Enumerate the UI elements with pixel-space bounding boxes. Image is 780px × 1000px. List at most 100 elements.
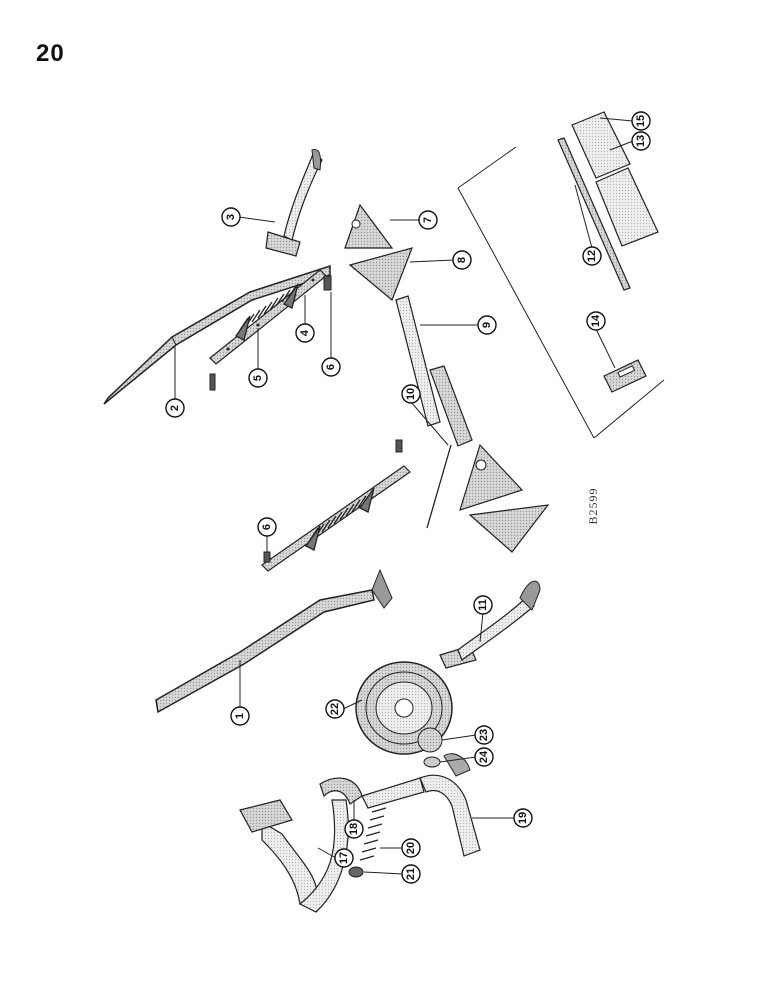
callout-label: 18 <box>348 823 360 835</box>
callout-c22: 22 <box>325 699 345 719</box>
lower-plate-a <box>459 443 524 511</box>
callout-circle <box>401 864 421 884</box>
part-7-plate <box>344 203 394 249</box>
callout-label: 12 <box>586 250 598 262</box>
part-1-frame-bar <box>155 568 393 714</box>
part-8-plate <box>348 247 413 301</box>
callout-circle <box>586 311 606 331</box>
callout-c8: 8 <box>452 250 472 270</box>
callout-c5: 5 <box>248 368 268 388</box>
callout-c17: 17 <box>334 848 354 868</box>
callout-label: 21 <box>405 868 417 880</box>
callout-label: 23 <box>478 729 490 741</box>
callout-circle <box>344 819 364 839</box>
callout-c12: 12 <box>582 246 602 266</box>
callout-label: 6 <box>325 364 337 370</box>
callout-circle <box>295 323 315 343</box>
part-19-arm <box>419 753 481 857</box>
callout-circle <box>418 210 438 230</box>
callout-c14: 14 <box>586 311 606 331</box>
callout-label: 8 <box>456 257 468 263</box>
callout-c7: 7 <box>418 210 438 230</box>
part-9-tube <box>395 295 473 447</box>
callout-c23: 23 <box>474 725 494 745</box>
callout-c3: 3 <box>221 207 241 227</box>
callout-circle <box>452 250 472 270</box>
figure-code: B2599 <box>586 487 600 524</box>
part-21-nut <box>348 866 364 878</box>
callout-label: 9 <box>481 322 493 328</box>
callout-c11: 11 <box>473 595 493 615</box>
callout-circle <box>474 747 494 767</box>
callout-circle <box>474 725 494 745</box>
callout-c19: 19 <box>513 808 533 828</box>
callout-label: 6 <box>261 524 273 530</box>
callout-circle <box>221 207 241 227</box>
part-6-bolt-lower <box>263 439 403 563</box>
callout-label: 4 <box>299 329 311 336</box>
inset-box <box>457 146 665 439</box>
callout-circle <box>321 357 341 377</box>
callout-label: 15 <box>635 115 647 127</box>
callout-circle <box>248 368 268 388</box>
callout-circle <box>473 595 493 615</box>
part-18-sleeve <box>319 777 425 809</box>
callout-circle <box>257 517 277 537</box>
part-12-strip <box>557 137 631 291</box>
callout-label: 5 <box>252 375 264 381</box>
part-24-washer <box>423 756 441 768</box>
part-11-hoe <box>439 580 541 669</box>
part-14-bracket <box>603 359 647 393</box>
callout-circle <box>582 246 602 266</box>
callout-c18: 18 <box>344 819 364 839</box>
callout-label: 14 <box>590 314 602 327</box>
part-15-shovel <box>595 167 659 247</box>
callout-label: 19 <box>517 812 529 824</box>
callout-circle <box>631 131 651 151</box>
callout-label: 24 <box>478 750 490 763</box>
callout-circle <box>230 706 250 726</box>
callout-label: 20 <box>405 842 417 854</box>
page-number: 20 <box>36 40 65 67</box>
callout-circle <box>334 848 354 868</box>
callout-c21: 21 <box>401 864 421 884</box>
callout-c13: 13 <box>631 131 651 151</box>
lower-strap <box>261 465 411 572</box>
callout-circle <box>631 111 651 131</box>
callout-c1: 1 <box>230 706 250 726</box>
leader-lines <box>174 117 634 875</box>
part-5-spring <box>235 283 299 341</box>
callout-c6a: 6 <box>321 357 341 377</box>
callout-label: 1 <box>234 713 246 719</box>
callout-circle <box>165 398 185 418</box>
callout-c6b: 6 <box>257 517 277 537</box>
part-17-arm <box>239 799 349 913</box>
callout-label: 11 <box>477 599 489 611</box>
callout-label: 22 <box>329 703 341 715</box>
callout-circle <box>477 315 497 335</box>
callout-label: 10 <box>405 388 417 400</box>
part-3-hoe <box>265 149 323 257</box>
part-13-shovel <box>571 111 631 179</box>
callout-c15: 15 <box>631 111 651 131</box>
callout-circle <box>401 384 421 404</box>
callout-circle <box>401 838 421 858</box>
callout-c2: 2 <box>165 398 185 418</box>
callout-circle <box>325 699 345 719</box>
callout-label: 3 <box>225 214 237 220</box>
callout-c20: 20 <box>401 838 421 858</box>
lower-plate-b <box>468 504 550 553</box>
callout-c9: 9 <box>477 315 497 335</box>
part-6-bolt-upper <box>209 275 332 391</box>
callout-c10: 10 <box>401 384 421 404</box>
part-4-strap <box>209 269 327 365</box>
callout-label: 13 <box>635 135 647 147</box>
callout-c4: 4 <box>295 323 315 343</box>
part-10-rod <box>426 444 452 529</box>
callout-label: 2 <box>169 405 181 411</box>
part-20-spring <box>359 807 387 861</box>
lower-spring <box>305 487 375 551</box>
callout-label: 17 <box>338 852 350 864</box>
